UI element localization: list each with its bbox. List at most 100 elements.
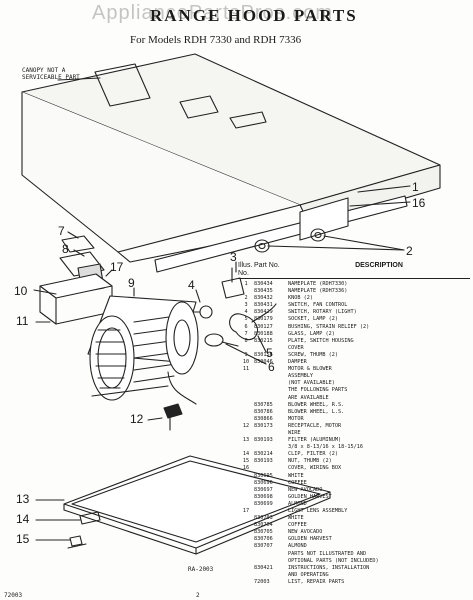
illus-no-cell [238, 409, 254, 416]
illus-no-cell: 13 [242, 437, 250, 444]
part-no-cell: 830707 [254, 543, 273, 550]
callout-11: 11 [16, 314, 29, 328]
description-cell: SWITCH, FAN CONTROL [288, 302, 348, 309]
part-no-cell: 830786 [254, 408, 273, 415]
description-cell: (NOT AVAILABLE) [288, 380, 335, 387]
callout-3: 3 [230, 250, 237, 264]
part-no-cell: 830697 [254, 486, 273, 493]
footer-code: 72003 [4, 592, 23, 599]
motor-receptacle-drawing [163, 403, 183, 419]
callout-1: 1 [412, 180, 419, 194]
callout-6: 6 [268, 360, 275, 374]
description-cell: AND OPERATING [288, 571, 329, 578]
illus-no-cell [238, 536, 254, 543]
canopy-note: CANOPY NOT A SERVICEABLE PART [22, 67, 80, 81]
description-cell: SCREW, THUMB (2) [288, 351, 338, 358]
description-cell: WIRE [288, 429, 301, 436]
illus-no-cell [238, 395, 254, 402]
figure-code: RA-2003 [188, 566, 214, 573]
part-no-cell: 830698 [254, 493, 273, 500]
callout-15: 15 [16, 532, 30, 546]
part-no-cell: 830046 [254, 359, 273, 366]
table-row: COVER [238, 345, 470, 352]
part-no-cell: 830188 [254, 330, 273, 337]
part-no-cell: 830156 [254, 351, 273, 358]
illus-no-cell: 16 [242, 465, 250, 472]
part-no-cell: 830421 [254, 564, 273, 571]
parts-table-header: Illus. No. Part No. DESCRIPTION [238, 262, 470, 279]
table-row: 9 830156 SCREW, THUMB (2) [238, 352, 470, 359]
damper-drawing [39, 273, 113, 299]
description-cell: SOCKET, LAMP (2) [288, 316, 338, 323]
knob-right-drawing [310, 228, 326, 242]
description-cell: ARE AVAILABLE [288, 394, 329, 401]
callout-8: 8 [62, 242, 69, 256]
illus-no-cell [238, 515, 254, 522]
part-no-cell [254, 366, 288, 373]
filter-drawing [63, 455, 331, 555]
description-cell: COFFEE [288, 479, 307, 486]
description-cell: NAMEPLATE (RDH7336) [288, 288, 348, 295]
part-no-cell: 830696 [254, 479, 273, 486]
illus-no-cell: 17 [242, 508, 250, 514]
description-cell: COFFEE [288, 522, 307, 529]
footer-page-ref: 2 [196, 592, 200, 599]
illus-no-cell [238, 373, 254, 380]
header-description: DESCRIPTION [355, 262, 403, 269]
part-no-cell: 830432 [254, 295, 273, 302]
part-no-cell [254, 572, 288, 579]
lamp-socket-drawing [229, 313, 258, 341]
table-row: 3/8 x 8-13/16 x 18-15/16 [238, 444, 470, 451]
canopy-front [21, 91, 301, 253]
illus-no-cell: 8 [244, 337, 248, 344]
motor-blower-drawing [87, 295, 199, 405]
description-cell: NEW AVOCADO [288, 529, 323, 536]
callout-4: 4 [188, 278, 195, 292]
illus-no-cell: 9 [244, 351, 248, 358]
illus-no-cell: 7 [244, 330, 248, 337]
illus-no-cell [238, 487, 254, 494]
illus-no-cell: 1 [244, 281, 248, 287]
illus-no-cell [238, 387, 254, 394]
fan-switch-drawing [221, 277, 245, 299]
part-no-cell [254, 444, 288, 451]
part-no-cell [254, 465, 288, 472]
header-illus-no: Illus. No. [238, 262, 253, 277]
table-row: THE FOLLOWING PARTS [238, 387, 470, 394]
watermark: AppliancePartsPros.com [92, 2, 333, 24]
illus-no-cell: 2 [244, 295, 248, 302]
illus-no-cell [238, 345, 254, 352]
callout-9: 9 [128, 276, 135, 290]
callout-2: 2 [406, 244, 413, 258]
page-subtitle: For Models RDH 7330 and RDH 7336 [130, 34, 302, 46]
part-no-cell [254, 373, 288, 380]
illus-no-cell [238, 473, 254, 480]
illus-no-cell: 6 [244, 323, 248, 330]
part-no-cell: 830214 [254, 451, 273, 458]
description-cell: DAMPER [288, 359, 307, 366]
part-no-cell: 830429 [254, 309, 273, 316]
part-no-cell [254, 551, 288, 558]
callout-10: 10 [14, 284, 28, 298]
part-no-cell [254, 430, 288, 437]
filter-clip-drawing [79, 511, 101, 525]
description-cell: 3/8 x 8-13/16 x 18-15/16 [288, 444, 363, 451]
